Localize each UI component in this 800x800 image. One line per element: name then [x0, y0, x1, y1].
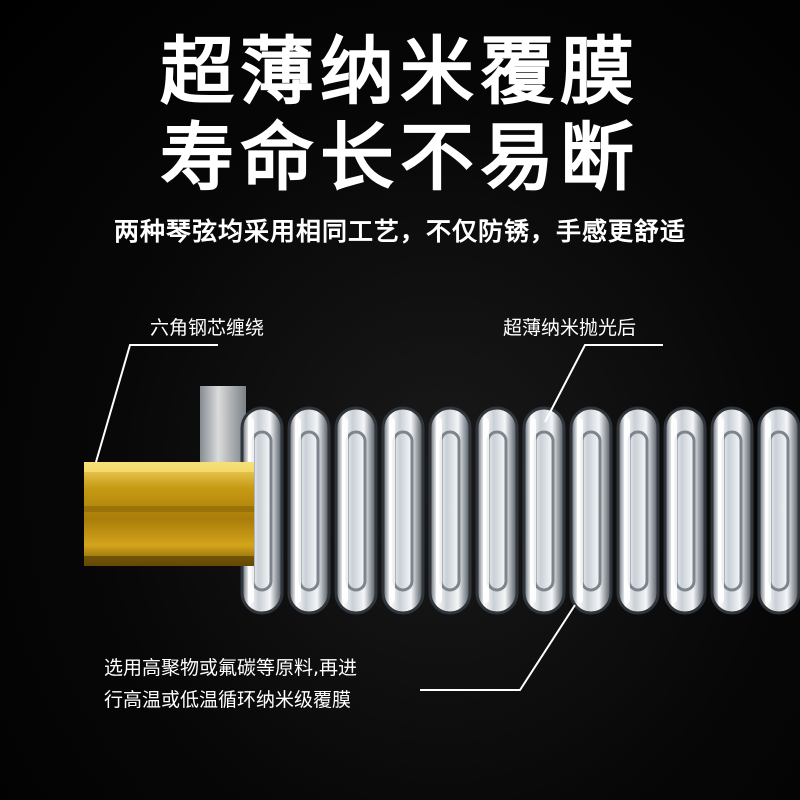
callout-process-line-2: 行高温或低温循环纳米级覆膜 [104, 689, 352, 711]
coil-turn [616, 406, 660, 615]
callout-polish-label: 超薄纳米抛光后 [503, 317, 637, 339]
headline-line-1: 超薄纳米覆膜 [160, 29, 640, 115]
headline-line-2: 寿命长不易断 [160, 115, 640, 201]
coil-turn [569, 406, 613, 615]
coil-turn [381, 406, 425, 615]
subtitle: 两种琴弦均采用相同工艺，不仅防锈，手感更舒适 [113, 217, 686, 246]
coil-turn [757, 406, 800, 615]
callout-line-core [95, 344, 218, 463]
callout-core-label: 六角钢芯缠绕 [150, 317, 265, 339]
winding-coils [240, 406, 800, 615]
coil-turn [522, 406, 566, 615]
callout-process-label: 选用高聚物或氟碳等原料,再进 行高温或低温循环纳米级覆膜 [104, 652, 357, 716]
coil-turn [710, 406, 754, 615]
callout-process-line-1: 选用高聚物或氟碳等原料,再进 [104, 657, 358, 679]
callout-line-polish [544, 344, 663, 423]
callout-line-process [420, 604, 576, 691]
coil-turn [287, 406, 331, 615]
coil-turn [428, 406, 472, 615]
hex-core [84, 462, 254, 566]
coil-turn [475, 406, 519, 615]
coil-turn [334, 406, 378, 615]
coil-turn [663, 406, 707, 615]
